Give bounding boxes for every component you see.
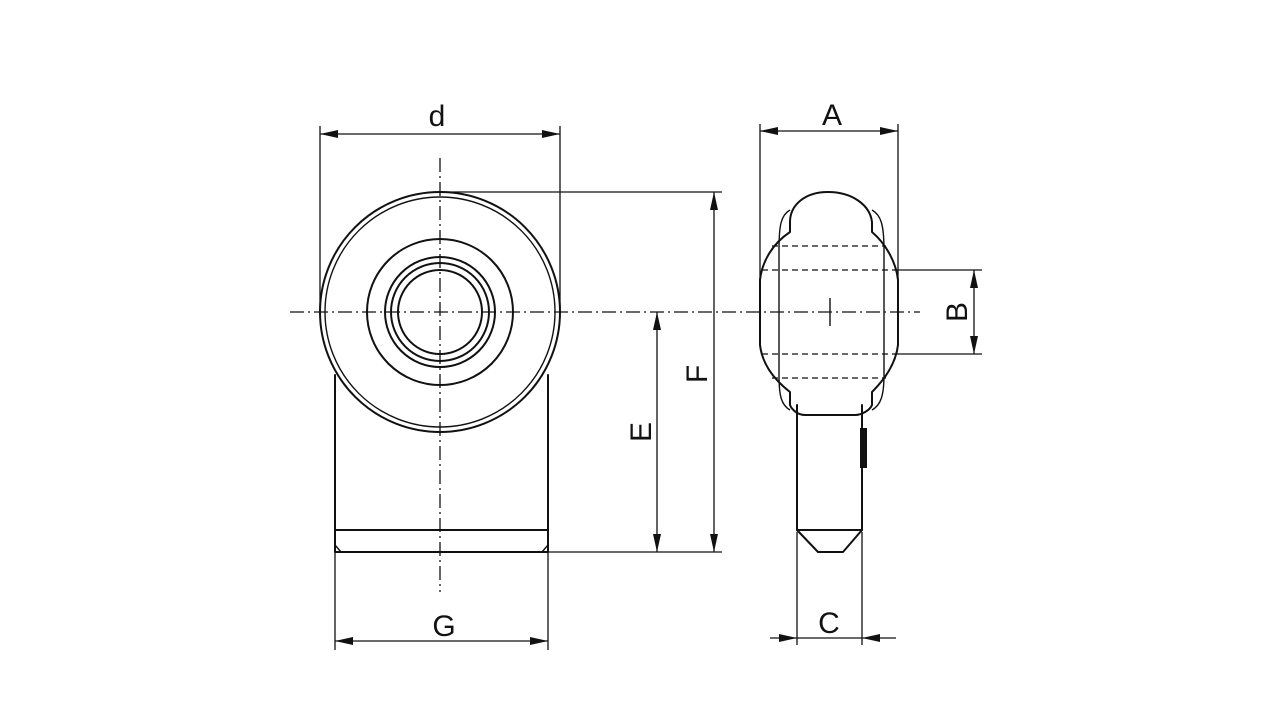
B-label: B — [941, 302, 974, 322]
G-label: G — [432, 610, 455, 643]
side-shank-outline — [796, 404, 863, 553]
E-label: E — [625, 422, 658, 442]
shank-outline — [334, 374, 549, 553]
shank-chamfer-left — [334, 544, 342, 553]
F-label: F — [681, 365, 714, 383]
housing-rim-right — [871, 209, 885, 411]
housing-rim-left — [778, 209, 791, 411]
side-view: A B C — [759, 99, 982, 645]
shank-chamfer-right — [541, 544, 549, 553]
front-view: d G F E — [290, 100, 920, 650]
A-label: A — [822, 99, 842, 132]
d-label: d — [429, 100, 446, 133]
C-label: C — [818, 607, 840, 640]
side-shank-weld-mark — [860, 428, 867, 468]
